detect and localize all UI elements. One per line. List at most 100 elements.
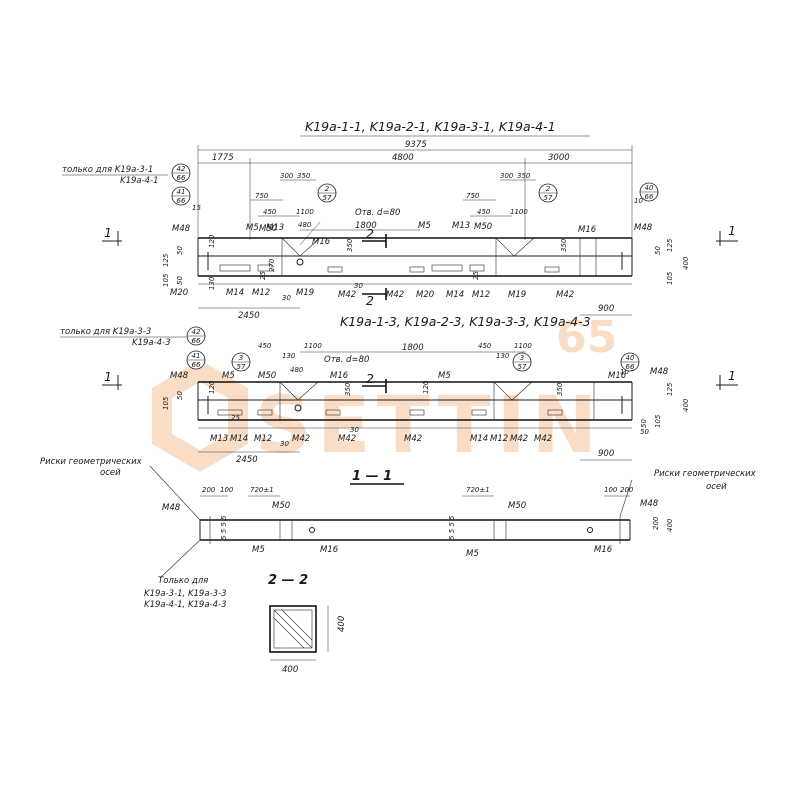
h120-mid-a: 120 [208,380,216,394]
plan-m5b: M5 [466,549,479,559]
section-mark-1-right-mid: 1 [728,368,736,383]
h350-mid-a: 350 [344,382,352,396]
mark-m48-mid-left: M48 [170,371,189,381]
d30b-top: 30 [354,282,363,290]
h50-mid-a: 50 [176,391,184,400]
h120-top: 120 [208,234,216,248]
dim-130-mid-b: 130 [496,352,510,360]
plan-d200b: 200 [620,486,634,494]
plan-d100b: 100 [604,486,618,494]
section-1-1-title: 1 — 1 [352,469,392,484]
callout-bottom: 57 [518,363,527,371]
d15-top: 15 [192,204,201,212]
plan-d200c: 200 [652,516,660,530]
callout-top: 42 [192,328,201,336]
dim-seg-right: 3000 [548,153,570,163]
mark-m19-top: M19 [296,288,314,298]
h120-mid-b: 120 [422,380,430,394]
mark-m5-mid: M5 [222,371,235,381]
mark-m12-mid: M12 [254,434,272,444]
callout-circle: 257 [317,183,337,203]
note-axis-marks-left-2: осей [100,468,121,478]
plan-d720a: 720±1 [250,486,274,494]
note-only-for-bottom-1: Только для [158,576,208,586]
h130-top: 130 [208,276,216,290]
h400-top: 400 [682,256,690,270]
h125-mid: 125 [666,382,674,396]
mark-m48-mid-right: M48 [650,367,669,377]
d10-mid: 10 [620,368,629,376]
sec22-height: 400 [337,616,347,632]
watermark-number: 65 [556,312,617,363]
watermark: SETTIN 65 [152,312,617,472]
callout-top: 41 [177,188,186,196]
callout-top: 3 [520,354,524,362]
mark-m42-mid-b: M42 [338,434,356,444]
h105-mid-b: 105 [654,414,662,428]
plan-m16a: M16 [320,545,339,555]
callout-top: 3 [239,354,243,362]
plan-view: 200 100 720±1 720±1 100 200 200 400 5 5 … [149,465,674,579]
plan-ticks-right: 5 5 5 5 [448,515,456,540]
d30a-mid: 30 [280,440,289,448]
callout-bottom: 66 [177,174,186,182]
d25-mid: 25 [231,414,240,422]
mark-m16-mid-right: M16 [608,371,627,381]
mark-m13-mid: M13 [210,434,228,444]
section-mark-1-left-top: 1 [104,225,112,240]
note-axis-marks-right-2: осей [706,482,727,492]
h105-mid-a: 105 [162,396,170,410]
callout-top: 42 [177,165,186,173]
h50-top-a: 50 [176,246,184,255]
callout-bottom: 66 [192,361,201,369]
dim-450b: 450 [477,208,491,216]
section-mark-1-right-top: 1 [728,223,736,238]
dim-1100a: 1100 [296,208,314,216]
dim-900-top: 900 [598,304,614,314]
mark-m20-top-b: M20 [416,290,434,300]
mark-m50-top-b: M50 [474,222,492,232]
mark-m14-mid: M14 [230,434,248,444]
watermark-text: SETTIN [255,381,603,471]
callout-top: 41 [192,352,201,360]
mark-m13-top: M13 [266,223,284,233]
callout-bottom: 57 [237,363,246,371]
mid-beam-labels: только для K19a-3-3 K19a-4-3 M48 M5 M50 … [60,327,738,465]
mark-m13-top-b: M13 [452,221,470,231]
h50-top-b: 50 [176,276,184,285]
sec22-width: 400 [282,665,298,675]
callout-bottom: 57 [544,194,553,202]
h350-top-a: 350 [346,238,354,252]
note-only-for-top-1: только для K19a-3-1 [62,165,153,175]
mark-m50-top: M50 [259,224,277,234]
h105-top-b: 105 [666,271,674,285]
callout-top: 40 [626,354,635,362]
mark-m20-top: M20 [170,288,188,298]
mid-dimensions: 450 450 1100 1100 1800 130 130 480 Отв. … [258,342,532,374]
title-top-series: K19a-1-1, K19a-2-1, K19a-3-1, K19a-4-1 [305,119,556,134]
callout-circle: 357 [231,352,251,372]
note-only-for-top-2: K19a-4-1 [120,176,159,186]
plan-m5a: M5 [252,545,265,555]
dim-480-mid: 480 [290,366,304,374]
callout-bottom: 66 [626,363,635,371]
callout-top: 40 [645,184,654,192]
dim-750a: 750 [255,192,269,200]
mark-m48-top-right: M48 [634,223,653,233]
mark-m16-top-mid: M16 [312,237,331,247]
dim-900-mid: 900 [598,449,614,459]
mark-m42-mid-a: M42 [292,434,310,444]
plan-d400: 400 [666,518,674,532]
dim-450a: 450 [263,208,277,216]
dim-350b: 350 [517,172,531,180]
callout-bottom: 66 [192,337,201,345]
callout-circle: 257 [538,183,558,203]
plan-m16b: M16 [594,545,613,555]
dim-450-mid-b: 450 [478,342,492,350]
section-mark-2-mid: 2 [366,371,374,386]
top-beam-labels: только для K19a-3-1 K19a-4-1 M48 M5 M13 … [62,165,738,321]
